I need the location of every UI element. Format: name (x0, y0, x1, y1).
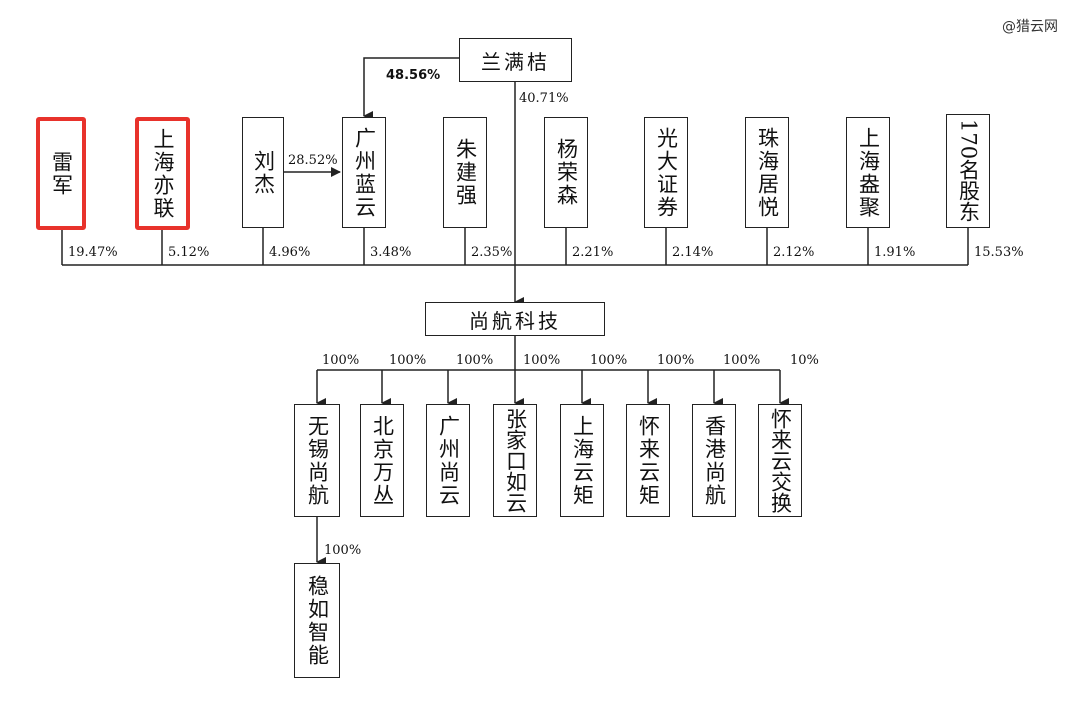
subsidiary-box: 香港尚航 (692, 404, 736, 517)
subsidiary-pct: 100% (723, 353, 761, 368)
subsidiary-box: 广州尚云 (426, 404, 470, 517)
shareholder-box-leijun: 雷军 (36, 117, 86, 230)
shareholder-box-shanghai-angju: 上海盎聚 (846, 117, 890, 228)
subsidiary-pct: 10% (790, 353, 819, 368)
top-holder-box: 兰满桔 (459, 38, 572, 82)
subsidiary-pct: 100% (322, 353, 360, 368)
shareholder-box-zhuhai-juyue: 珠海居悦 (745, 117, 789, 228)
pct-top-to-lanyun: 48.56% (386, 68, 441, 83)
shareholder-name: 上海亦联 (151, 127, 175, 220)
subsidiary-box: 上海云矩 (560, 404, 604, 517)
subsidiary-box: 张家口如云 (493, 404, 537, 517)
subsidiary-name: 香港尚航 (702, 414, 727, 507)
pct-top-to-company: 40.71% (519, 91, 569, 106)
shareholder-pct: 3.48% (370, 245, 412, 260)
shareholder-name: 170名股东 (956, 119, 981, 223)
shareholder-name: 广州蓝云 (352, 126, 377, 219)
subsidiary-box: 怀来云交换 (758, 404, 802, 517)
subsidiary-pct: 100% (657, 353, 695, 368)
shareholder-pct: 2.12% (773, 245, 815, 260)
shareholder-pct: 19.47% (68, 245, 118, 260)
subsidiary-box: 北京万丛 (360, 404, 404, 517)
shareholder-name: 朱建强 (453, 138, 478, 207)
subsidiary-name: 北京万丛 (370, 414, 395, 507)
company-name: 尚航科技 (469, 308, 561, 333)
shareholder-box-170-holders: 170名股东 (946, 114, 990, 228)
pct-liu-to-lanyun: 28.52% (288, 153, 338, 168)
shareholder-box-yangrongsen: 杨荣森 (544, 117, 588, 228)
subsidiary-name: 张家口如云 (503, 408, 528, 513)
subsidiary-name: 怀来云矩 (636, 414, 661, 507)
shareholder-box-shanghai-yilian: 上海亦联 (135, 117, 190, 230)
subsidiary-name: 广州尚云 (436, 414, 461, 507)
shareholder-box-guangzhou-lanyun: 广州蓝云 (342, 117, 386, 228)
company-box: 尚航科技 (425, 302, 605, 336)
grandchild-box: 稳如智能 (294, 563, 340, 678)
grandchild-name: 稳如智能 (305, 574, 330, 667)
shareholder-pct: 5.12% (168, 245, 210, 260)
subsidiary-pct: 100% (523, 353, 561, 368)
subsidiary-name: 上海云矩 (570, 414, 595, 507)
subsidiary-pct: 100% (456, 353, 494, 368)
shareholder-box-everbright-securities: 光大证券 (644, 117, 688, 228)
shareholder-box-zhujianqiang: 朱建强 (443, 117, 487, 228)
subsidiary-box: 无锡尚航 (294, 404, 340, 517)
subsidiary-box: 怀来云矩 (626, 404, 670, 517)
grandchild-pct: 100% (324, 543, 362, 558)
watermark: @猎云网 (1002, 19, 1058, 35)
shareholder-pct: 2.21% (572, 245, 614, 260)
shareholder-name: 珠海居悦 (755, 126, 780, 219)
top-holder-name: 兰满桔 (481, 49, 550, 74)
subsidiary-pct: 100% (590, 353, 628, 368)
shareholder-name: 光大证券 (654, 126, 679, 219)
subsidiary-pct: 100% (389, 353, 427, 368)
shareholder-pct: 2.14% (672, 245, 714, 260)
shareholder-pct: 4.96% (269, 245, 311, 260)
shareholder-box-liujie: 刘杰 (242, 117, 284, 228)
subsidiary-name: 怀来云交换 (768, 408, 793, 513)
shareholder-name: 杨荣森 (554, 138, 579, 207)
shareholder-name: 上海盎聚 (856, 126, 881, 219)
shareholder-pct: 15.53% (974, 245, 1024, 260)
subsidiary-name: 无锡尚航 (305, 414, 330, 507)
shareholder-name: 雷军 (49, 150, 74, 197)
shareholder-name: 刘杰 (251, 149, 276, 196)
shareholder-pct: 1.91% (874, 245, 916, 260)
shareholder-pct: 2.35% (471, 245, 513, 260)
